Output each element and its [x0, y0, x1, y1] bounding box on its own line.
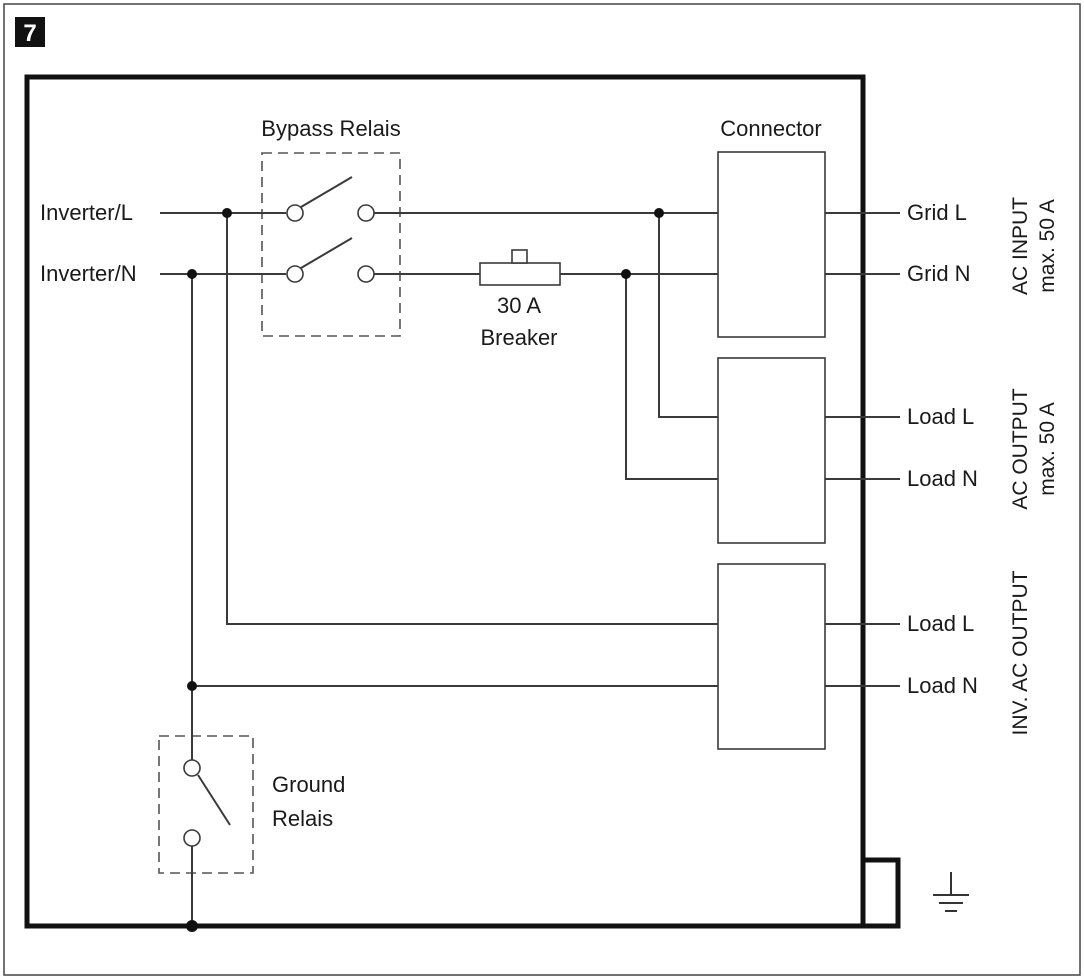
junction-node — [187, 681, 197, 691]
load-l-label: Load L — [907, 404, 974, 429]
ground-tab — [863, 857, 901, 929]
grid-n-label: Grid N — [907, 261, 971, 286]
connector-label: Connector — [720, 116, 822, 141]
outer-frame — [3, 3, 1081, 976]
bypass-contact-l-in — [286, 204, 304, 222]
breaker-label-line1: 30 A — [497, 293, 541, 318]
junction-node — [654, 208, 664, 218]
wire-inv-load-l — [226, 213, 718, 625]
earth-ground-icon — [933, 872, 969, 912]
bypass-switch-l-blade — [300, 176, 353, 208]
ac-output-label-line2: max. 50 A — [1036, 402, 1059, 495]
bypass-contact-n-out — [357, 265, 375, 283]
connector-ac-input — [717, 151, 826, 338]
ground-contact-bottom — [183, 829, 201, 847]
wire-load-l-branch — [658, 213, 718, 418]
ground-relais-box — [158, 735, 254, 874]
bypass-relais-box — [261, 152, 401, 337]
ground-switch-blade — [197, 774, 231, 826]
ac-input-label-line2: max. 50 A — [1036, 199, 1059, 292]
junction-node — [222, 208, 232, 218]
bypass-switch-n-blade — [300, 237, 353, 269]
connector-ac-output — [717, 357, 826, 544]
connector-inv-ac-output — [717, 563, 826, 750]
wire-load-n-branch — [625, 274, 718, 480]
inverter-l-label: Inverter/L — [40, 200, 133, 225]
inverter-n-label: Inverter/N — [40, 261, 137, 286]
bypass-relais-label: Bypass Relais — [261, 116, 400, 141]
ground-relais-label-line1: Ground — [272, 772, 345, 797]
ground-contact-top — [183, 759, 201, 777]
inv-load-l-label: Load L — [907, 611, 974, 636]
junction-node — [187, 269, 197, 279]
ac-output-label-line1: AC OUTPUT — [1009, 388, 1032, 510]
figure-number-badge: 7 — [15, 17, 45, 47]
breaker-label-line2: Breaker — [480, 325, 557, 350]
breaker-icon — [479, 249, 561, 286]
ground-relais-label-line2: Relais — [272, 806, 333, 831]
inv-load-n-label: Load N — [907, 673, 978, 698]
junction-node — [186, 920, 198, 932]
inv-ac-output-label: INV. AC OUTPUT — [1009, 570, 1032, 735]
figure-number: 7 — [23, 20, 36, 47]
ac-input-label-line1: AC INPUT — [1009, 197, 1032, 295]
bypass-contact-n-in — [286, 265, 304, 283]
grid-l-label: Grid L — [907, 200, 967, 225]
load-n-label: Load N — [907, 466, 978, 491]
junction-node — [621, 269, 631, 279]
bypass-contact-l-out — [357, 204, 375, 222]
